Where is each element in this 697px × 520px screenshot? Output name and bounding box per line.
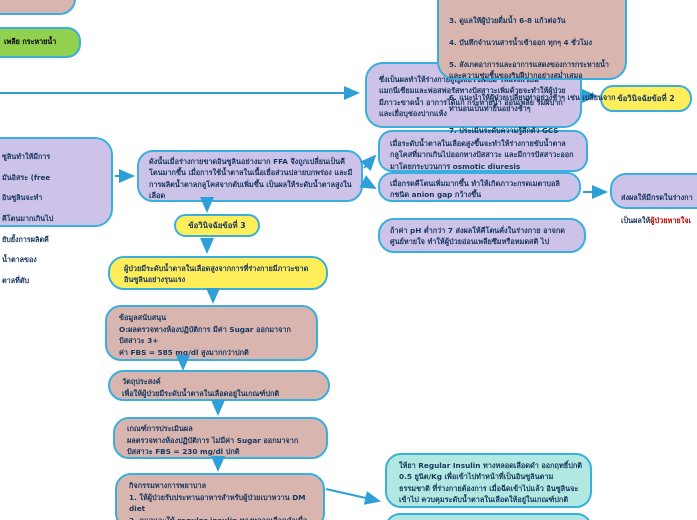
node-nursing-interventions: กิจกรรมทางการพยาบาล 1. ให้ผู้ป่วยรับประท… <box>115 473 325 520</box>
node-osmotic-diuresis: เมื่อระดับน้ำตาลในเลือดสูงขึ้นจะทำให้ร่า… <box>378 130 588 172</box>
node-ph-below-7: ถ้าค่า pH ต่ำกว่า 7 ส่งผลให้คีโตนคั่งในร… <box>378 218 586 253</box>
node-diagnosis-3-pill: ข้อวินิจฉัยข้อที่ 3 <box>174 214 260 237</box>
node-electrolyte-loss: ซึ่งเป็นผลทำให้ร่างกายสูญเสียโซเดียม โพแ… <box>365 62 582 128</box>
acidosis-line-2: เป็นผลให้ผู้ป่วยหายใจเ <box>621 215 692 225</box>
node-acidosis-result: ส่งผลให้มีกรดในร่างกา เป็นผลให้ผู้ป่วยหา… <box>610 173 697 225</box>
nursing-action-item: 6. แนะนำให้ผู้ป่วยเปลี่ยนท่าอย่างช้าๆ เช… <box>449 93 616 113</box>
node-regular-insulin-info: ให้ยา Regular Insulin ทางหลอดเลือดดำ ออก… <box>385 453 592 508</box>
node-diagnosis-2-pill: ข้อวินิจฉัยข้อที่ 2 <box>600 85 692 112</box>
nursing-action-item: 4. บันทึกจำนวนสารน้ำเข้าออก ทุกๆ 4 ชั่วโ… <box>449 38 593 47</box>
node-evaluation-criteria: เกณฑ์การประเมินผล ผลตรวจทางห้องปฏิบัติกา… <box>113 417 328 459</box>
node-insulin-lack-fragment: ซูลินทำให้มีการ มันอิสระ (free อินซูลินจ… <box>0 137 113 285</box>
acidosis-line-1: ส่งผลให้มีกรดในร่างกา <box>621 193 693 203</box>
node-problem-statement: ผู้ป่วยมีระดับน้ำตาลในเลือดสูงจากการที่ร… <box>108 256 328 290</box>
node-anion-gap: เมื่อกรดคีโตนเพิ่มมากขึ้น ทำให้เกิดภาวะก… <box>378 172 581 202</box>
arrow-interventions-to-insulin <box>325 488 381 505</box>
fragment-line: ตาลที่ตับ <box>2 275 30 285</box>
arrow-dka-to-osmotic <box>360 154 377 172</box>
symptom-text: เพลีย กระหายน้ำ <box>4 37 57 46</box>
node-symptom-green: เพลีย กระหายน้ำ <box>0 27 81 58</box>
fragment-line: น้ำตาลของ <box>2 255 37 265</box>
nursing-action-item: 7. ประเมินระดับความรู้สึกตัว GCS <box>449 126 559 135</box>
node-nursing-actions: 3. ดูแลให้ผู้ป่วยดื่มน้ำ 6-8 แก้วต่อวัน … <box>437 0 627 135</box>
fragment-line: ซูลินทำให้มีการ <box>2 152 51 162</box>
node-dka-mechanism: ดังนั้นเมื่อร่างกายขาดอินซูลินอย่างมาก F… <box>137 150 363 202</box>
node-clipped-top-left <box>0 0 76 15</box>
node-objective: วัตถุประสงค์ เพื่อให้ผู้ป่วยมีระดับน้ำตา… <box>108 370 330 401</box>
node-clipped-bottom-cyan <box>385 513 592 520</box>
nursing-action-item: 5. สังเกตอาการและอาการแสดงของการกระหายน้… <box>449 60 609 80</box>
fragment-line: ยับยั้งการผลิตคี <box>2 234 49 244</box>
node-supporting-data: ข้อมูลสนับสนุน O:ผลตรวจทางห้องปฏิบัติการ… <box>105 305 318 361</box>
arrow-dka-to-anion-gap <box>359 175 377 189</box>
fragment-line: อินซูลินจะทำ <box>2 193 43 203</box>
fragment-line: คีโตนมากเกินไป <box>2 214 54 224</box>
fragment-line: มันอิสระ (free <box>2 172 51 182</box>
acidosis-highlight: ผู้ป่วยหายใจเ <box>650 215 692 225</box>
nursing-action-item: 3. ดูแลให้ผู้ป่วยดื่มน้ำ 6-8 แก้วต่อวัน <box>449 16 566 25</box>
